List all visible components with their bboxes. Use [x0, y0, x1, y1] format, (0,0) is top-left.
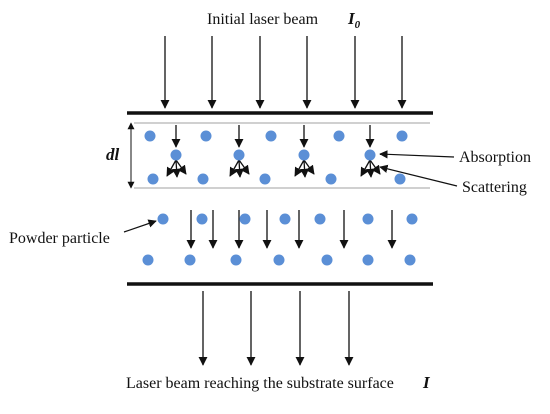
- layer-thickness-dimension: dl: [106, 122, 135, 189]
- intensity-symbol-i0: I0: [347, 9, 361, 31]
- absorption-label: Absorption: [459, 149, 531, 166]
- scatter-arrow-down: [234, 159, 245, 178]
- scatter-arrow-left: [166, 159, 177, 177]
- scatter-arrow-right: [369, 159, 381, 175]
- absorbing-particle: [298, 149, 310, 161]
- scattering-callout: Scattering: [379, 164, 527, 196]
- scatter-arrow-left: [229, 159, 240, 177]
- powder-particle: [321, 254, 333, 266]
- scatter-arrow-right: [303, 159, 315, 175]
- intensity-symbol-i: I: [422, 373, 431, 392]
- layer-beam-arrows: [171, 125, 375, 148]
- scattering-label: Scattering: [462, 179, 527, 196]
- powder-particle: [196, 213, 208, 225]
- powder-particle-callout: Powder particle: [9, 219, 157, 247]
- powder-particle: [239, 213, 251, 225]
- scatter-arrows: [166, 159, 381, 178]
- powder-particle: [230, 254, 242, 266]
- powder-particle: [147, 173, 159, 185]
- top-title: Initial laser beam I0: [207, 9, 361, 31]
- powder-particle: [142, 254, 154, 266]
- powder-particle: [200, 130, 212, 142]
- scatter-arrow-left: [294, 159, 305, 177]
- powder-particle: [314, 213, 326, 225]
- powder-particle: [144, 130, 156, 142]
- absorption-callout: Absorption: [379, 149, 531, 166]
- absorbing-particle: [170, 149, 182, 161]
- powder-particle: [404, 254, 416, 266]
- outgoing-beam-arrows: [198, 291, 354, 366]
- powder-particle-label: Powder particle: [9, 230, 110, 247]
- absorbing-particle: [233, 149, 245, 161]
- bottom-title: Laser beam reaching the substrate surfac…: [126, 373, 431, 392]
- absorbing-particle: [364, 149, 376, 161]
- powder-particle: [157, 213, 169, 225]
- scatter-arrow-down: [365, 159, 376, 178]
- scatter-arrow-right: [238, 159, 250, 175]
- powder-particle: [184, 254, 196, 266]
- powder-particle: [197, 173, 209, 185]
- substrate-beam-label: Laser beam reaching the substrate surfac…: [126, 375, 394, 392]
- scatter-arrow-left: [360, 159, 371, 177]
- powder-particle: [406, 213, 418, 225]
- powder-particle: [362, 254, 374, 266]
- powder-particle: [396, 130, 408, 142]
- powder-particle: [362, 213, 374, 225]
- powder-particle: [394, 173, 406, 185]
- scatter-arrow-down: [171, 159, 182, 178]
- lower-beam-arrows: [186, 210, 397, 249]
- scatter-arrow-right: [175, 159, 187, 175]
- initial-beam-label: Initial laser beam: [207, 11, 319, 28]
- powder-particle: [265, 130, 277, 142]
- powder-particle: [273, 254, 285, 266]
- layer-thickness-label: dl: [106, 145, 120, 164]
- incoming-beam-arrows: [160, 36, 407, 109]
- powder-particle: [259, 173, 271, 185]
- powder-particle: [279, 213, 291, 225]
- powder-particles: [142, 130, 418, 266]
- powder-particle: [325, 173, 337, 185]
- powder-particle: [333, 130, 345, 142]
- scatter-arrow-down: [299, 159, 310, 178]
